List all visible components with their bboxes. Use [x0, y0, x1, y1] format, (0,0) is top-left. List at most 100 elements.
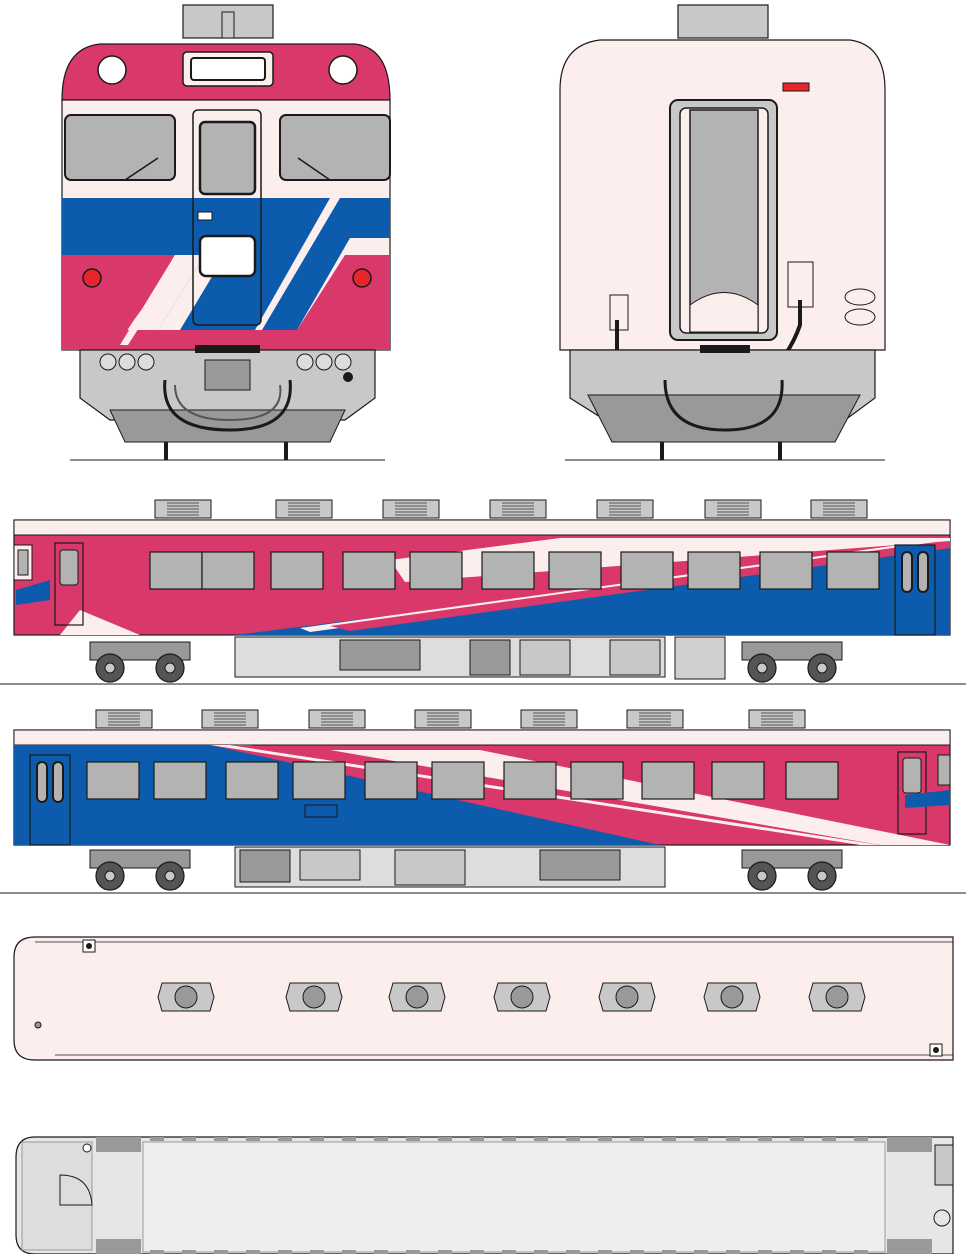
headlight-left: [97, 55, 127, 85]
tail-lamp-left: [82, 268, 102, 288]
side-window: [548, 551, 602, 590]
window-tick: [598, 1250, 612, 1254]
roof-ventilator: [157, 982, 215, 1012]
window-tick: [822, 1250, 836, 1254]
roof-vent: [626, 709, 684, 729]
window-tick: [502, 1137, 516, 1141]
window-tick: [822, 1137, 836, 1141]
bogie: [741, 849, 843, 891]
side-window: [785, 761, 839, 800]
side-elevation-a: [0, 499, 966, 685]
window-tick: [470, 1250, 484, 1254]
side-window: [270, 551, 324, 590]
floor-passenger-saloon: [142, 1141, 886, 1253]
side-window: [292, 761, 346, 800]
window-tick: [790, 1137, 804, 1141]
window-tick: [374, 1137, 388, 1141]
roof-vent: [154, 499, 212, 519]
window-tick: [310, 1250, 324, 1254]
window-tick: [854, 1137, 868, 1141]
roof-vent: [308, 709, 366, 729]
rear-roof-ac-unit: [677, 4, 769, 39]
window-tick: [374, 1250, 388, 1254]
window-tick: [310, 1137, 324, 1141]
window-tick: [182, 1250, 196, 1254]
window-tick: [534, 1250, 548, 1254]
window-tick: [726, 1137, 740, 1141]
window-tick: [406, 1250, 420, 1254]
window-tick: [214, 1137, 228, 1141]
side-window: [711, 761, 765, 800]
side-a-cab-door: [54, 542, 84, 626]
window-tick: [470, 1137, 484, 1141]
window-tick: [790, 1250, 804, 1254]
floor-plan: [15, 1136, 954, 1254]
window-tick: [342, 1250, 356, 1254]
window-tick: [182, 1137, 196, 1141]
window-tick: [246, 1137, 260, 1141]
front-end-elevation: [61, 4, 391, 461]
side-window: [149, 551, 203, 590]
window-tick: [566, 1250, 580, 1254]
window-tick: [246, 1250, 260, 1254]
roof-plan: [13, 936, 954, 1061]
roof-vent: [382, 499, 440, 519]
side-window: [687, 551, 741, 590]
roof-vent: [520, 709, 578, 729]
tail-lamp-right: [352, 268, 372, 288]
front-blue-stripe: [62, 198, 330, 330]
front-gangway-door: [192, 109, 262, 326]
window-tick: [854, 1250, 868, 1254]
roof-vent: [201, 709, 259, 729]
roof-ventilator: [703, 982, 761, 1012]
window-tick: [342, 1137, 356, 1141]
rear-end-elevation: [559, 4, 886, 461]
window-tick: [214, 1250, 228, 1254]
side-window: [201, 551, 255, 590]
window-tick: [758, 1250, 772, 1254]
side-window: [86, 761, 140, 800]
bogie: [89, 641, 191, 683]
window-tick: [566, 1137, 580, 1141]
roof-ventilator: [493, 982, 551, 1012]
side-window: [826, 551, 880, 590]
roof-vent: [489, 499, 547, 519]
side-elevation-b: [0, 709, 966, 894]
window-tick: [630, 1137, 644, 1141]
headlight-right: [328, 55, 358, 85]
roof-ventilator: [808, 982, 866, 1012]
roof-vent: [95, 709, 153, 729]
roof-ventilator: [285, 982, 343, 1012]
side-a-underfloor-equipment: [234, 636, 666, 678]
window-tick: [694, 1137, 708, 1141]
roof-outline: [13, 936, 954, 1061]
window-tick: [278, 1250, 292, 1254]
roof-vent: [704, 499, 762, 519]
window-tick: [662, 1137, 676, 1141]
side-window: [503, 761, 557, 800]
window-tick: [278, 1137, 292, 1141]
bogie: [741, 641, 843, 683]
window-tick: [758, 1137, 772, 1141]
window-tick: [406, 1137, 420, 1141]
window-tick: [534, 1137, 548, 1141]
window-tick: [598, 1137, 612, 1141]
side-window: [641, 761, 695, 800]
window-tick: [694, 1250, 708, 1254]
roof-ventilator: [598, 982, 656, 1012]
front-window-left: [64, 114, 176, 181]
bogie: [89, 849, 191, 891]
side-window: [481, 551, 535, 590]
window-tick: [150, 1137, 164, 1141]
window-tick: [438, 1250, 452, 1254]
floor-cab-area: [21, 1141, 93, 1251]
side-window: [153, 761, 207, 800]
roof-ventilator: [388, 982, 446, 1012]
window-tick: [150, 1250, 164, 1254]
window-tick: [438, 1137, 452, 1141]
window-tick: [502, 1250, 516, 1254]
side-window: [409, 551, 463, 590]
roof-vent: [810, 499, 868, 519]
roof-vent: [414, 709, 472, 729]
